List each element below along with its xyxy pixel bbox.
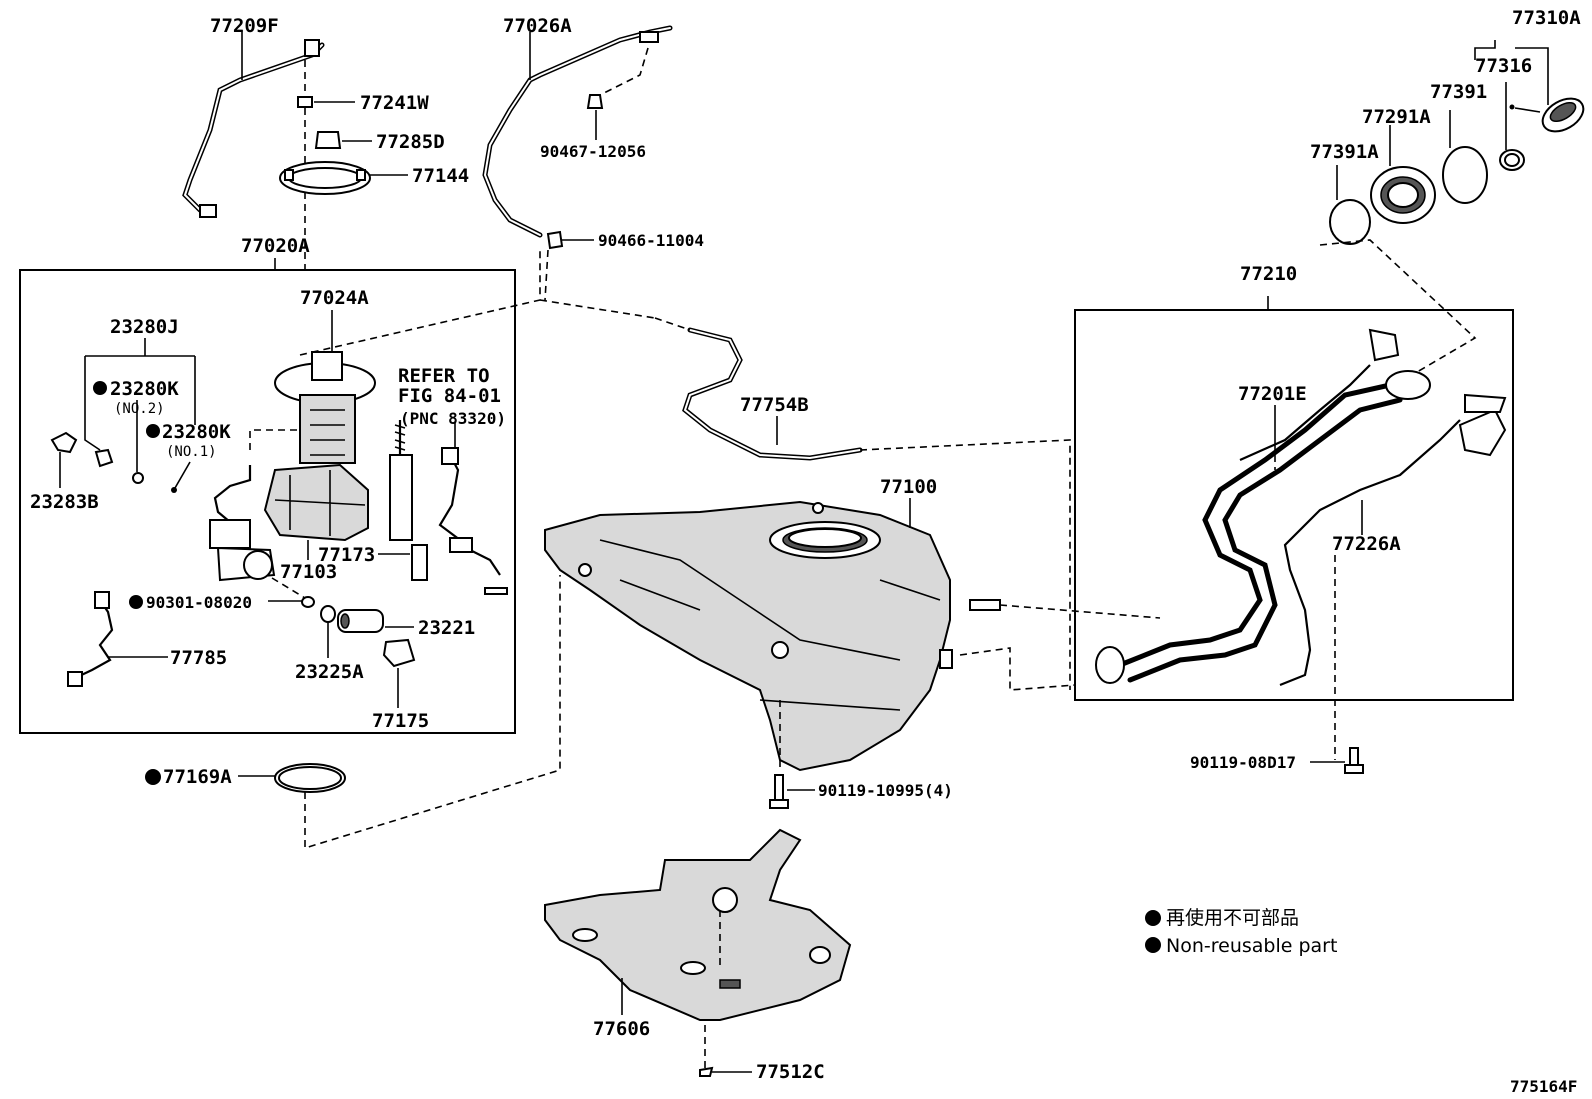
- filler-neck-77291A: [1370, 166, 1436, 224]
- label-77310A: 77310A: [1512, 7, 1581, 29]
- wire-harness-77785: [67, 591, 114, 687]
- refer-line-2: FIG 84-01: [398, 385, 501, 407]
- label-77020A: 77020A: [241, 235, 310, 257]
- gasket-77391A: [1329, 199, 1371, 245]
- retainer-ring-77144: [279, 161, 371, 195]
- label-77285D: 77285D: [376, 131, 445, 153]
- label-77144: 77144: [412, 165, 469, 187]
- filler-pipe-assembly-box: [1074, 309, 1514, 701]
- sender-gauge-77173: [389, 420, 508, 595]
- label-77512C: 77512C: [756, 1061, 825, 1083]
- label-90119-08D17: 90119-08D17: [1190, 753, 1296, 772]
- figure-id: 775164F: [1510, 1077, 1577, 1096]
- label-90467-12056: 90467-12056: [540, 142, 646, 161]
- label-23280K-no1: 23280K: [162, 421, 231, 443]
- label-23283B: 23283B: [30, 491, 99, 513]
- gasket-77316: [1499, 149, 1525, 171]
- label-90119-10995: 90119-10995(4): [818, 781, 953, 800]
- bracket-77175: [382, 638, 416, 668]
- fuel-pump-assembly-box: [19, 269, 516, 734]
- label-77210: 77210: [1240, 263, 1297, 285]
- gasket-77391: [1442, 146, 1488, 204]
- clamp-90466: [546, 230, 564, 250]
- legend-dot-2: [1145, 937, 1161, 953]
- refer-line-3: (PNC 83320): [400, 409, 506, 428]
- legend-en: Non-reusable part: [1166, 935, 1337, 957]
- fuel-pump-body: [209, 465, 276, 582]
- label-23280J: 23280J: [110, 316, 179, 338]
- fuel-filter-case-77103: [263, 463, 369, 542]
- legend-jp: 再使用不可部品: [1166, 907, 1299, 929]
- refer-line-1: REFER TO: [398, 365, 490, 387]
- label-77169A: 77169A: [163, 766, 232, 788]
- note-no1: (NO.1): [166, 444, 217, 460]
- label-90301-08020: 90301-08020: [146, 593, 252, 612]
- bracket-77285D: [314, 131, 342, 149]
- sender-gauge-wire: [182, 39, 325, 218]
- label-77316: 77316: [1475, 55, 1532, 77]
- label-77241W: 77241W: [360, 92, 429, 114]
- label-77100: 77100: [880, 476, 937, 498]
- label-23225A: 23225A: [295, 661, 364, 683]
- tank-protector-77606: [544, 828, 852, 1021]
- clip-77241W: [297, 96, 313, 108]
- label-77201E: 77201E: [1238, 383, 1307, 405]
- fuel-tank-77100: [544, 500, 1001, 772]
- filler-pipe-77201E: [1095, 328, 1431, 684]
- label-77291A: 77291A: [1362, 106, 1431, 128]
- bolt-90119-10995: [769, 774, 789, 809]
- label-77785: 77785: [170, 647, 227, 669]
- label-77606: 77606: [593, 1018, 650, 1040]
- label-77754B: 77754B: [740, 394, 809, 416]
- label-23280K-no2: 23280K: [110, 378, 179, 400]
- legend-dot-1: [1145, 910, 1161, 926]
- sensor-23280K: [94, 448, 114, 468]
- label-77173: 77173: [318, 544, 375, 566]
- label-77175: 77175: [372, 710, 429, 732]
- breather-hose-77754B: [682, 327, 863, 461]
- clip-90467: [586, 94, 604, 109]
- label-77391: 77391: [1430, 81, 1487, 103]
- label-77226A: 77226A: [1332, 533, 1401, 555]
- bolt-90119-08D17: [1344, 747, 1364, 774]
- label-77103: 77103: [280, 561, 337, 583]
- clamp-23283B: [50, 431, 78, 454]
- vent-tube-77026A: [482, 25, 673, 238]
- label-90466-11004: 90466-11004: [598, 231, 704, 250]
- label-77024A: 77024A: [300, 287, 369, 309]
- fuel-pump-module: [274, 351, 376, 464]
- label-23221: 23221: [418, 617, 475, 639]
- fuel-pump-23221: [337, 609, 384, 633]
- note-no2: (NO.2): [114, 401, 165, 417]
- label-77391A: 77391A: [1310, 141, 1379, 163]
- cushion-23225A: [320, 605, 336, 623]
- fuel-cap-77310A: [1541, 97, 1585, 133]
- gasket-77169A: [274, 763, 346, 793]
- label-77026A: 77026A: [503, 15, 572, 37]
- breather-tube-77226A: [1279, 393, 1507, 687]
- label-77209F: 77209F: [210, 15, 279, 37]
